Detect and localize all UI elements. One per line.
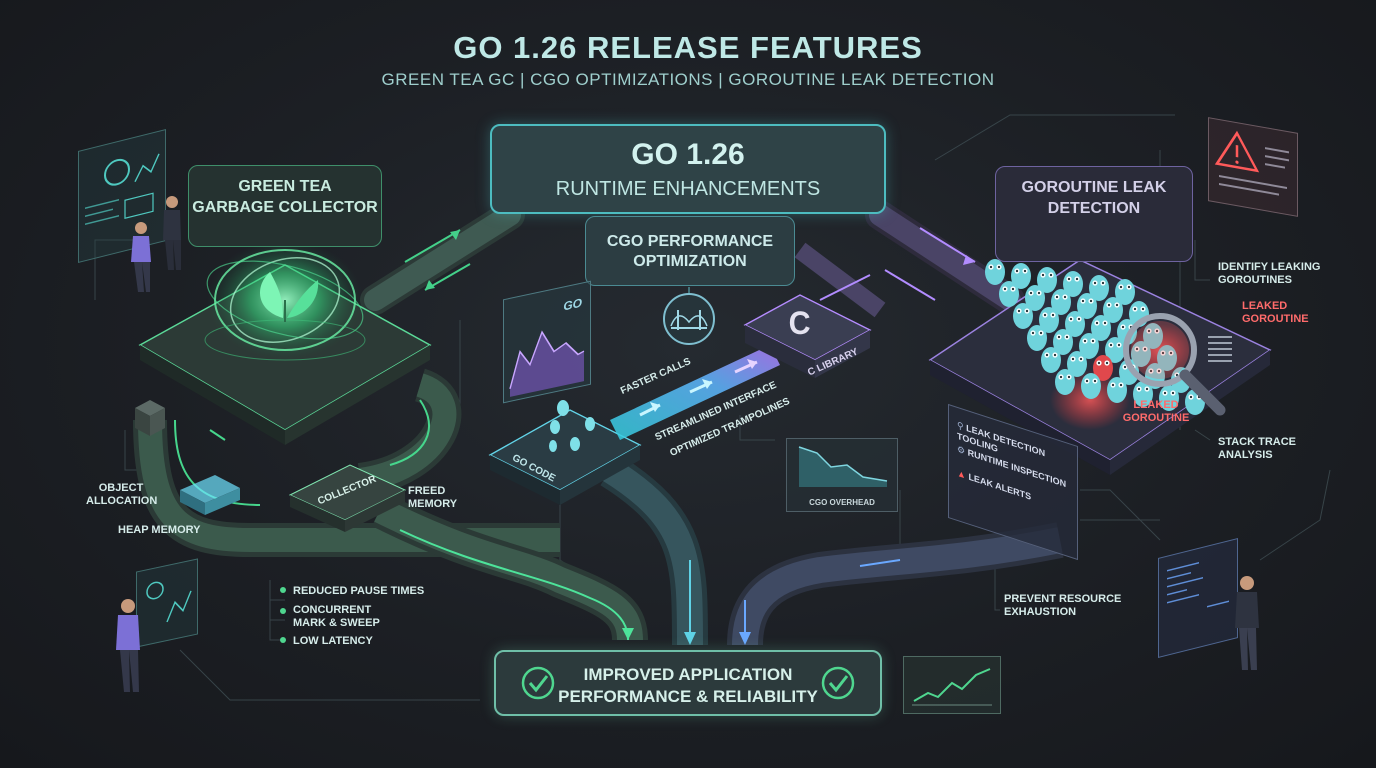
gopher-icon <box>1133 381 1153 407</box>
go-code-platform <box>488 409 642 505</box>
benefit-low-latency: LOW LATENCY <box>293 635 373 647</box>
prevent-exhaustion-label: PREVENT RESOURCE EXHAUSTION <box>1004 593 1122 618</box>
gopher-icon <box>1079 333 1099 359</box>
gc-platform <box>138 240 432 445</box>
cgo-overhead-sparkline <box>798 446 888 487</box>
gopher-icon <box>1157 345 1177 371</box>
cgo-overhead-panel: CGO OVERHEAD <box>786 438 898 512</box>
gopher-icon <box>1065 311 1085 337</box>
gopher-icon <box>1053 329 1073 355</box>
leak-title-line2: DETECTION <box>1047 200 1141 217</box>
freed-memory-label: FREED MEMORY <box>408 485 458 510</box>
c-letter: C <box>788 305 811 341</box>
gopher-icon <box>1089 275 1109 301</box>
gopher-crowd <box>985 259 1205 415</box>
gc-title-box: GREEN TEA GARBAGE COLLECTOR <box>188 165 382 247</box>
gopher-icon <box>1039 307 1059 333</box>
alert-icon: ▲ <box>957 467 966 481</box>
object-allocation-label: OBJECT ALLOCATION <box>86 482 158 507</box>
leak-title-line1: GOROUTINE LEAK <box>1021 179 1167 196</box>
go-sparkline <box>509 330 585 397</box>
stack-trace-label: STACK TRACE ANALYSIS <box>1218 436 1297 461</box>
trend-sparkline <box>912 668 992 706</box>
gopher-icon <box>1143 323 1163 349</box>
code-panel-right <box>1158 538 1238 658</box>
gopher-icon <box>1077 293 1097 319</box>
result-line1: IMPROVED APPLICATION <box>583 665 793 684</box>
page-subtitle: GREEN TEA GC | CGO OPTIMIZATIONS | GOROU… <box>381 70 995 89</box>
warning-icon <box>1214 130 1289 196</box>
gopher-icon <box>1037 267 1057 293</box>
gopher-icon <box>1081 373 1101 399</box>
heap-memory-label: HEAP MEMORY <box>118 524 201 536</box>
go-chart-panel: GO <box>503 280 591 404</box>
benefit-reduced-pause: REDUCED PAUSE TIMES <box>293 585 425 597</box>
gopher-icon <box>1067 351 1087 377</box>
leaked-goroutine-label-top: LEAKED GOROUTINE <box>1242 300 1309 325</box>
gopher-icon <box>1115 279 1135 305</box>
benefit-dot <box>280 608 286 614</box>
cgo-overhead-label: CGO OVERHEAD <box>809 498 875 507</box>
runtime-version: GO 1.26 <box>631 138 745 171</box>
gopher-icon <box>1159 385 1179 411</box>
heap-memory-block <box>180 475 240 515</box>
result-line2: PERFORMANCE & RELIABILITY <box>558 687 818 706</box>
gopher-icon <box>1063 271 1083 297</box>
gopher-icon <box>1107 377 1127 403</box>
cgo-title-line2: OPTIMIZATION <box>633 253 747 270</box>
object-cube <box>135 400 165 436</box>
cgo-title-box: CGO PERFORMANCE OPTIMIZATION <box>585 216 795 286</box>
gear-icon: ⚙ <box>957 443 966 457</box>
page-title: GO 1.26 RELEASE FEATURES <box>453 30 923 65</box>
leaked-goroutine-label-bottom: LEAKED GOROUTINE <box>1122 399 1190 424</box>
gopher-icon <box>985 259 1005 285</box>
runtime-enhancements-box: GO 1.26 RUNTIME ENHANCEMENTS <box>490 124 886 214</box>
gopher-icon <box>1051 289 1071 315</box>
dashboard-widgets <box>85 153 160 225</box>
result-trend-panel <box>903 656 1001 714</box>
dashboard-panel-left <box>78 129 166 263</box>
cgo-title-line1: CGO PERFORMANCE <box>606 233 774 250</box>
gopher-icon <box>1103 297 1123 323</box>
gopher-icon <box>999 281 1019 307</box>
gopher-icon <box>1013 303 1033 329</box>
benefit-concurrent: CONCURRENT <box>293 604 372 616</box>
benefit-mark-sweep: MARK & SWEEP <box>293 617 380 629</box>
dashboard-widgets <box>146 581 192 623</box>
gc-title-line2: GARBAGE COLLECTOR <box>192 199 378 216</box>
gopher-icon <box>1027 325 1047 351</box>
benefit-dot <box>280 587 286 593</box>
warning-panel <box>1208 117 1298 217</box>
code-lines <box>1167 562 1229 608</box>
leaked-gopher-icon <box>1093 355 1113 381</box>
result-box: IMPROVED APPLICATION PERFORMANCE & RELIA… <box>494 650 882 716</box>
gopher-icon <box>1105 337 1125 363</box>
stack-trace-lines <box>1208 336 1232 362</box>
gopher-icon <box>1091 315 1111 341</box>
identify-label: IDENTIFY LEAKING GOROUTINES <box>1218 261 1321 286</box>
gopher-icon <box>1131 341 1151 367</box>
gopher-icon <box>1011 263 1031 289</box>
runtime-subtitle: RUNTIME ENHANCEMENTS <box>555 178 821 200</box>
gopher-icon <box>1055 369 1075 395</box>
c-library-block <box>743 294 872 378</box>
collector-block <box>288 464 407 532</box>
leak-title-box: GOROUTINE LEAK DETECTION <box>995 166 1193 262</box>
cgo-beam <box>610 345 780 440</box>
gopher-icon <box>1025 285 1045 311</box>
magnifier-icon <box>1123 313 1226 416</box>
gc-title-line1: GREEN TEA <box>238 178 332 195</box>
gopher-icon <box>1041 347 1061 373</box>
benefit-dot <box>280 637 286 643</box>
dashboard-panel-bottom-left <box>136 558 198 648</box>
